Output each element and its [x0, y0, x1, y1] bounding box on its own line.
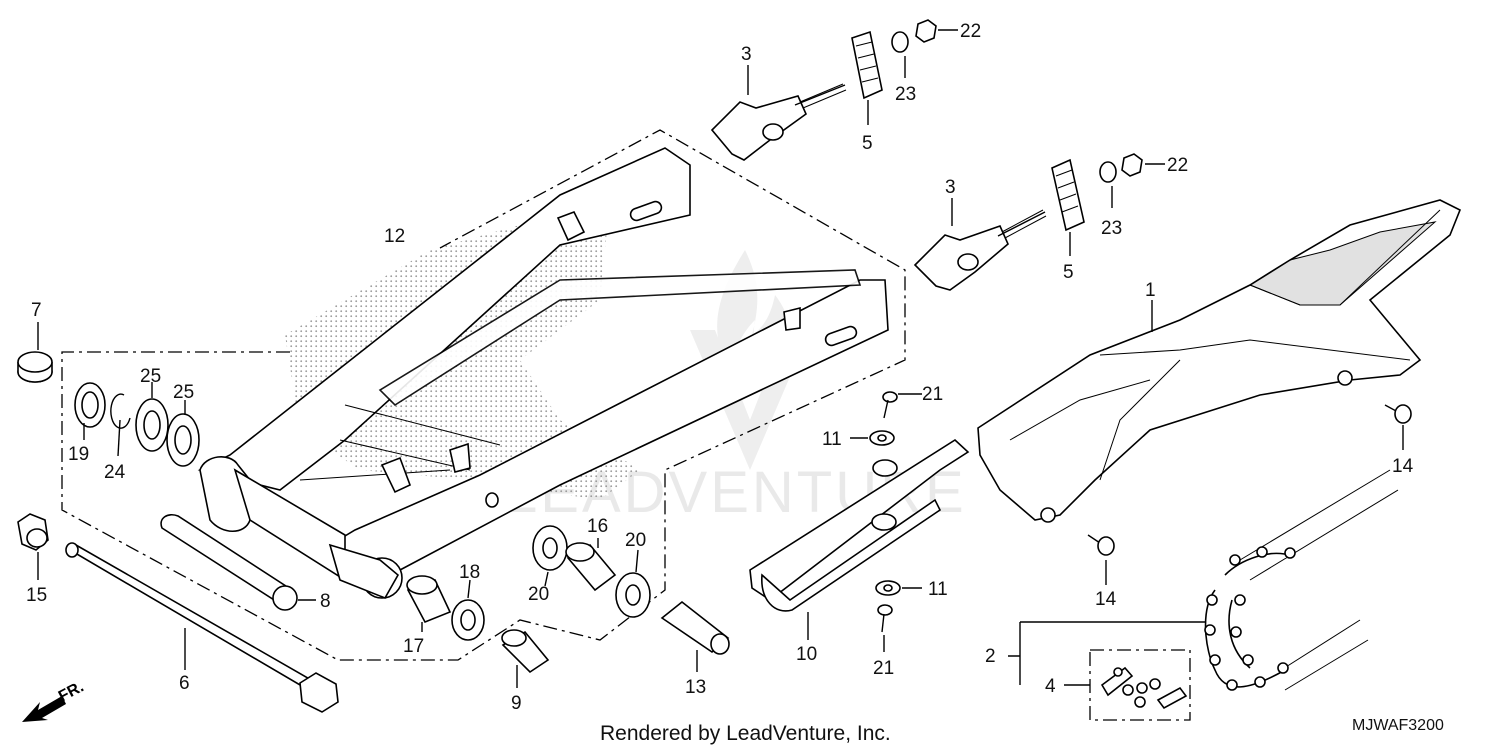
part-17-needle-bearing [406, 575, 452, 624]
callout-23-lower: 23 [1101, 218, 1122, 239]
part-15-nut [17, 513, 49, 551]
callout-11-lower: 11 [928, 579, 948, 600]
part-9-collar [501, 629, 550, 674]
part-20-dust-seal-b [615, 572, 651, 618]
part-7-collar [17, 351, 53, 383]
part-5-plate-lower [1051, 158, 1085, 232]
callout-14-right: 14 [1392, 456, 1414, 477]
callout-10: 10 [796, 644, 817, 665]
callout-19: 19 [68, 444, 89, 465]
part-25-bearing-a [135, 398, 169, 452]
part-18-seal [451, 599, 485, 641]
callout-16: 16 [587, 516, 608, 537]
callout-21-upper: 21 [922, 384, 943, 405]
callout-22-lower: 22 [1167, 155, 1188, 176]
part-6-pivot-bolt [65, 542, 339, 713]
callout-24: 24 [104, 462, 126, 483]
part-14-bolt-a [1384, 404, 1412, 424]
callout-11-upper: 11 [822, 429, 842, 450]
part-25-bearing-b [166, 413, 200, 467]
part-23-washer-lower [1099, 161, 1117, 183]
callout-3-upper: 3 [741, 44, 752, 65]
part-1-chain-case [977, 199, 1462, 523]
callout-7: 7 [31, 300, 42, 321]
part-4-master-link-set [1089, 649, 1191, 721]
part-19-seal [74, 382, 106, 428]
callout-4: 4 [1045, 676, 1056, 697]
callout-1: 1 [1145, 280, 1156, 301]
part-13-collar [660, 600, 730, 655]
callout-9: 9 [511, 693, 522, 714]
front-direction-arrow: FR. [22, 678, 87, 722]
callout-25-right: 25 [173, 382, 194, 403]
part-22-nut-lower [1121, 153, 1143, 177]
swingarm-assembly-outline [61, 129, 906, 661]
part-11-collar-b [875, 580, 901, 596]
part-3-adjuster-upper [710, 83, 847, 161]
callout-22-upper: 22 [960, 21, 981, 42]
part-20-dust-seal-a [532, 525, 568, 571]
part-14-bolt-b [1087, 534, 1115, 556]
callout-14-left: 14 [1095, 589, 1117, 610]
callout-17: 17 [403, 636, 424, 657]
callout-25-left: 25 [140, 366, 161, 387]
part-10-chain-slider [749, 438, 970, 612]
part-21-screw-a [882, 391, 898, 419]
swingarm [197, 147, 889, 600]
callout-18: 18 [459, 562, 480, 583]
part-22-nut-upper [915, 19, 937, 43]
callout-5-upper: 5 [862, 133, 873, 154]
part-16-needle-bearing [565, 542, 617, 592]
callout-21-lower: 21 [873, 658, 894, 679]
part-8-pivot-collar [160, 513, 298, 611]
diagram-code: MJWAF3200 [1352, 717, 1444, 734]
callout-20-left: 20 [528, 584, 549, 605]
part-5-plate-upper [851, 30, 883, 100]
callout-2: 2 [985, 646, 996, 667]
part-2-drive-chain [1204, 469, 1399, 691]
part-24-circlip [110, 393, 131, 429]
part-23-washer-upper [891, 31, 909, 53]
part-11-collar-a [869, 430, 895, 446]
callout-3-lower: 3 [945, 177, 956, 198]
callout-15: 15 [26, 585, 47, 606]
part-21-screw-b [877, 604, 893, 633]
part-3-adjuster-lower [913, 209, 1047, 291]
callout-13: 13 [685, 677, 706, 698]
callout-5-lower: 5 [1063, 262, 1074, 283]
callout-23-upper: 23 [895, 84, 916, 105]
callout-20-right: 20 [625, 530, 646, 551]
callout-6: 6 [179, 673, 190, 694]
callout-12: 12 [384, 226, 405, 247]
callout-8: 8 [320, 591, 331, 612]
rendered-by-credit: Rendered by LeadVenture, Inc. [600, 722, 891, 745]
